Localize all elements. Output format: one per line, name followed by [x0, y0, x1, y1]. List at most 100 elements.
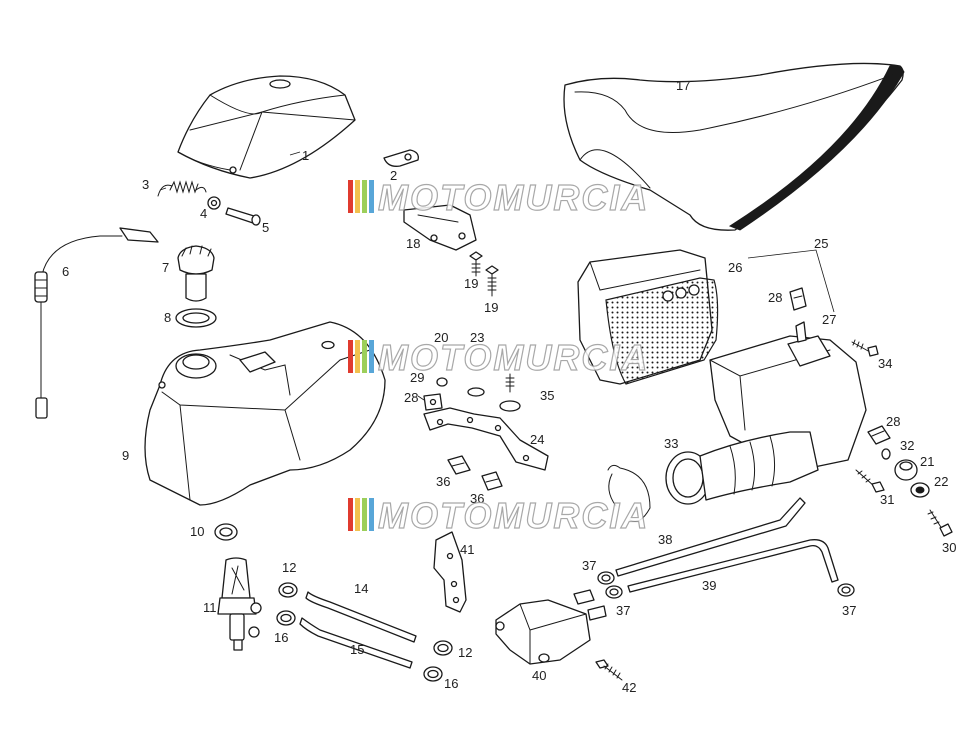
watermark-middle: MOTOMURCIA [348, 336, 648, 379]
label-21: 21 [920, 454, 934, 469]
part-16-clamp-lower[interactable] [423, 666, 443, 682]
label-4: 4 [200, 206, 207, 221]
label-30: 30 [942, 540, 956, 555]
part-16-clamp-upper[interactable] [276, 610, 296, 626]
label-25: 25 [814, 236, 828, 251]
part-30-bolt[interactable] [927, 509, 953, 537]
label-16b: 16 [444, 676, 458, 691]
wm-stripe-3 [362, 180, 367, 213]
part-37-clamp-a[interactable] [597, 571, 615, 585]
label-2: 2 [390, 168, 397, 183]
part-28-clip-top[interactable] [789, 287, 807, 311]
part-18-bracket[interactable] [403, 204, 477, 251]
wm-stripe-4 [369, 180, 374, 213]
label-31: 31 [880, 492, 894, 507]
part-8-seal-ring[interactable] [175, 308, 217, 328]
part-7-fuel-cap[interactable] [177, 245, 215, 302]
label-34: 34 [878, 356, 892, 371]
label-33: 33 [664, 436, 678, 451]
wm-stripe-2 [355, 340, 360, 373]
part-2-clip[interactable] [383, 149, 419, 167]
part-15-hose[interactable] [299, 617, 413, 669]
label-19a: 19 [464, 276, 478, 291]
label-27: 27 [822, 312, 836, 327]
label-19b: 19 [484, 300, 498, 315]
part-37-clamp-b[interactable] [605, 585, 623, 599]
part-41-bracket-plate[interactable] [433, 531, 467, 613]
label-11: 11 [203, 600, 217, 615]
part-9-fuel-tank[interactable] [144, 321, 386, 506]
leader-lines [159, 151, 835, 401]
label-29: 29 [410, 370, 424, 385]
part-5-pin[interactable] [225, 207, 261, 226]
label-28-left: 28 [404, 390, 418, 405]
part-4-washer[interactable] [207, 196, 221, 210]
part-36-clip-a[interactable] [447, 455, 471, 475]
part-1-tank-cover[interactable] [177, 75, 356, 179]
label-14: 14 [354, 581, 368, 596]
wm-stripe-1 [348, 498, 353, 531]
label-37b: 37 [616, 603, 630, 618]
label-28-right: 28 [886, 414, 900, 429]
label-36a: 36 [436, 474, 450, 489]
label-32: 32 [900, 438, 914, 453]
part-38-hose[interactable] [615, 497, 806, 577]
part-38-clamp-ring[interactable] [607, 464, 651, 522]
label-5: 5 [262, 220, 269, 235]
wm-stripe-3 [362, 340, 367, 373]
part-12-clamp-lower[interactable] [433, 640, 453, 656]
part-28-clip-right[interactable] [867, 425, 891, 445]
watermark-bottom: MOTOMURCIA [348, 494, 649, 537]
label-18: 18 [406, 236, 420, 251]
part-39-hose[interactable] [627, 539, 839, 593]
part-28-clip-left[interactable] [423, 393, 443, 411]
wm-stripe-1 [348, 340, 353, 373]
label-40: 40 [532, 668, 546, 683]
part-25-air-box[interactable] [709, 321, 867, 471]
part-37-clamp-c[interactable] [837, 583, 855, 597]
part-33-intake-duct[interactable] [665, 431, 819, 505]
part-24-support-bracket[interactable] [423, 407, 549, 471]
part-32-spacer[interactable] [881, 448, 891, 460]
part-10-clamp[interactable] [214, 523, 238, 541]
part-12-clamp-upper[interactable] [278, 582, 298, 598]
wm-stripe-4 [369, 340, 374, 373]
part-31-screw[interactable] [855, 469, 885, 493]
part-36-clip-b[interactable] [481, 471, 503, 491]
part-26-air-filter[interactable] [577, 249, 719, 385]
label-24: 24 [530, 432, 544, 447]
label-15: 15 [350, 642, 364, 657]
wm-stripe-2 [355, 498, 360, 531]
label-28-top: 28 [768, 290, 782, 305]
part-21-grommet[interactable] [894, 459, 918, 481]
label-38: 38 [658, 532, 672, 547]
part-20-23-hardware[interactable] [436, 373, 521, 412]
label-12a: 12 [282, 560, 296, 575]
wm-stripe-2 [355, 180, 360, 213]
part-19-screw-a[interactable] [469, 251, 483, 277]
part-3-spring[interactable] [157, 180, 207, 197]
label-9: 9 [122, 448, 129, 463]
label-26: 26 [728, 260, 742, 275]
part-19-screw-b[interactable] [485, 265, 499, 297]
part-42-bolt[interactable] [595, 659, 623, 681]
watermark-top: MOTOMURCIA [348, 176, 649, 219]
part-14-hose[interactable] [305, 591, 417, 643]
label-35: 35 [540, 388, 554, 403]
watermark-text: MOTOMURCIA [378, 495, 649, 536]
wm-stripe-3 [362, 498, 367, 531]
part-40-fuel-pump[interactable] [495, 589, 607, 665]
label-7: 7 [162, 260, 169, 275]
part-22-washer[interactable] [910, 482, 930, 498]
label-3: 3 [142, 177, 149, 192]
watermark-text: MOTOMURCIA [378, 177, 649, 218]
part-34-bolt[interactable] [851, 339, 879, 357]
label-6: 6 [62, 264, 69, 279]
part-6-level-sensor[interactable] [34, 227, 159, 419]
part-11-fuel-tap[interactable] [217, 557, 262, 651]
part-17-seat[interactable] [563, 62, 905, 231]
label-16a: 16 [274, 630, 288, 645]
label-20: 20 [434, 330, 448, 345]
label-23: 23 [470, 330, 484, 345]
